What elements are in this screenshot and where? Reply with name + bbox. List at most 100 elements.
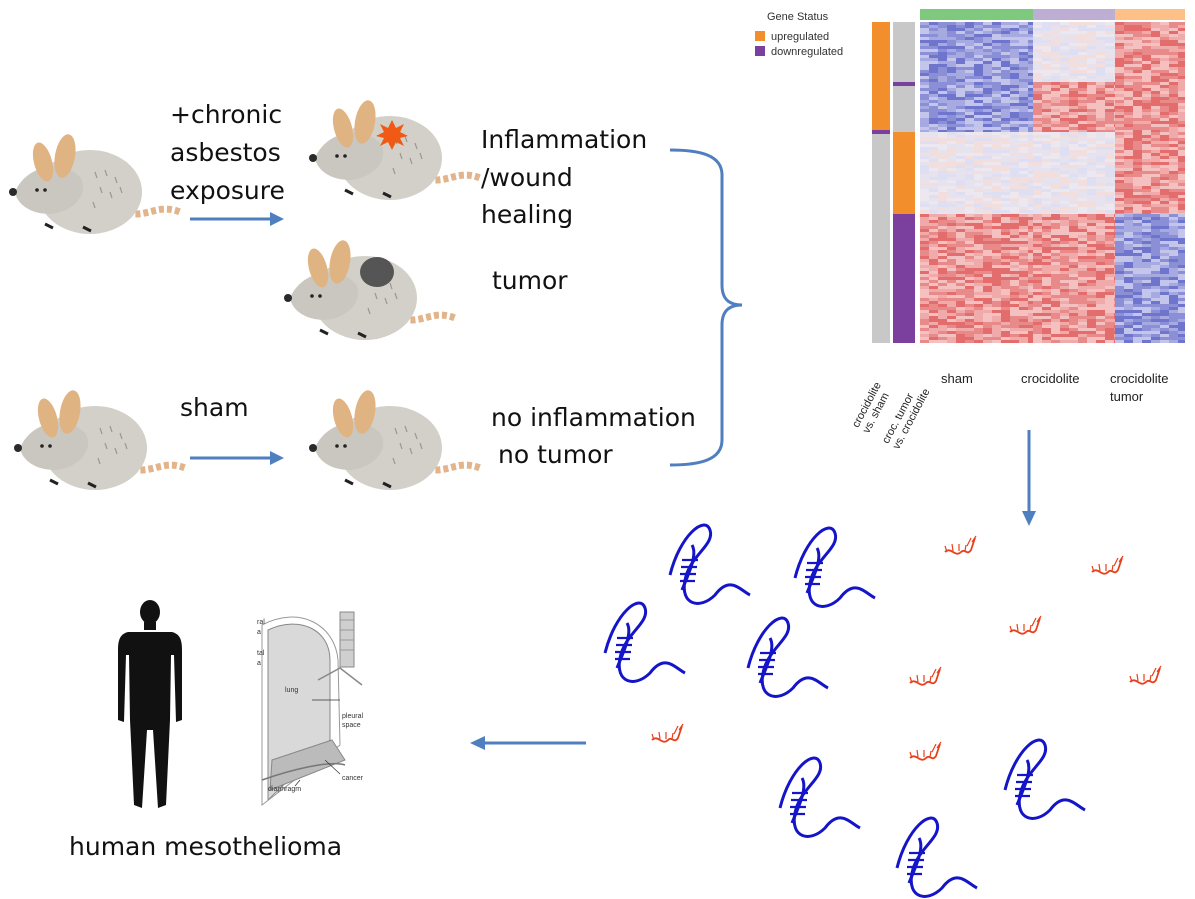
heatmap-cell <box>1160 235 1169 238</box>
heatmap-cell <box>1019 153 1028 156</box>
heatmap-cell <box>1019 298 1028 301</box>
heatmap-cell <box>1114 177 1115 180</box>
heatmap-cell <box>1096 171 1105 174</box>
heatmap-cell <box>929 313 938 316</box>
heatmap-cell <box>929 144 938 147</box>
heatmap-cell <box>1078 171 1087 174</box>
heatmap-cell <box>1019 132 1028 135</box>
heatmap-cell <box>965 286 974 289</box>
heatmap-cell <box>1105 135 1114 138</box>
heatmap-cell <box>1010 34 1019 37</box>
heatmap-cell <box>1114 186 1115 189</box>
heatmap-cell <box>1051 109 1060 112</box>
heatmap-cell <box>1033 124 1042 127</box>
heatmap-cell <box>1124 189 1133 192</box>
heatmap-cell <box>1078 58 1087 61</box>
heatmap-cell <box>956 61 965 64</box>
heatmap-cell <box>1160 132 1169 135</box>
heatmap-cell <box>1151 22 1160 25</box>
heatmap-cell <box>920 198 929 201</box>
heatmap-cell <box>1124 232 1133 235</box>
heatmap-cell <box>1142 207 1151 210</box>
heatmap-cell <box>1115 207 1124 210</box>
heatmap-cell <box>992 229 1001 232</box>
heatmap-cell <box>1124 298 1133 301</box>
heatmap-cell <box>1169 31 1178 34</box>
heatmap-cell <box>1078 217 1087 220</box>
heatmap-cell <box>1028 118 1033 121</box>
heatmap-cell <box>1028 177 1033 180</box>
heatmap-cell <box>992 141 1001 144</box>
heatmap-cell <box>1087 244 1096 247</box>
heatmap-cell <box>1010 106 1019 109</box>
heatmap-cell <box>1078 85 1087 88</box>
heatmap-cell <box>1151 274 1160 277</box>
heatmap-cell <box>956 207 965 210</box>
mrna-hairpin <box>793 526 877 608</box>
heatmap-cell <box>1133 25 1142 28</box>
heatmap-cell <box>1001 88 1010 91</box>
heatmap-cell <box>947 177 956 180</box>
heatmap-cell <box>974 109 983 112</box>
heatmap-cell <box>1151 217 1160 220</box>
heatmap-cell <box>992 61 1001 64</box>
heatmap-cell <box>1133 328 1142 331</box>
heatmap-cell <box>1115 286 1124 289</box>
heatmap-cell <box>947 271 956 274</box>
heatmap-cell <box>1169 316 1178 319</box>
heatmap-cell <box>974 97 983 100</box>
heatmap-cell <box>1142 256 1151 259</box>
heatmap-cell <box>1124 207 1133 210</box>
heatmap-cell <box>1178 109 1185 112</box>
heatmap-cell <box>920 232 929 235</box>
heatmap-cell <box>1096 130 1105 133</box>
heatmap-cell <box>1028 204 1033 207</box>
heatmap-cell <box>1133 127 1142 130</box>
heatmap-cell <box>947 235 956 238</box>
heatmap-cell <box>1114 226 1115 229</box>
heatmap-cell <box>1114 121 1115 124</box>
heatmap-cell <box>1019 55 1028 58</box>
heatmap-cell <box>1060 195 1069 198</box>
heatmap-cell <box>1124 283 1133 286</box>
heatmap-cell <box>965 58 974 61</box>
heatmap-cell <box>1114 340 1115 343</box>
heatmap-cell <box>1115 198 1124 201</box>
heatmap-cell <box>1051 283 1060 286</box>
heatmap-cell <box>1160 229 1169 232</box>
heatmap-cell <box>1051 298 1060 301</box>
heatmap-cell <box>1133 37 1142 40</box>
heatmap-cell <box>992 28 1001 31</box>
heatmap-cell <box>992 277 1001 280</box>
heatmap-cell <box>1060 124 1069 127</box>
heatmap-down-arrow <box>1022 430 1036 526</box>
heatmap-cell <box>1178 325 1185 328</box>
heatmap-cell <box>1078 186 1087 189</box>
heatmap-cell <box>956 177 965 180</box>
heatmap-cell <box>974 132 983 135</box>
heatmap-cell <box>992 94 1001 97</box>
heatmap-cell <box>1033 109 1042 112</box>
heatmap-cell <box>1028 310 1033 313</box>
heatmap-cell <box>1178 328 1185 331</box>
heatmap-cell <box>1001 214 1010 217</box>
heatmap-cell <box>1087 310 1096 313</box>
heatmap-cell <box>974 147 983 150</box>
heatmap-cell <box>1178 37 1185 40</box>
heatmap-cell <box>1019 141 1028 144</box>
heatmap-cell <box>1178 115 1185 118</box>
heatmap-cell <box>1160 79 1169 82</box>
heatmap-cell <box>974 241 983 244</box>
heatmap-cell <box>938 106 947 109</box>
heatmap-cell <box>1160 262 1169 265</box>
heatmap-cell <box>1115 25 1124 28</box>
heatmap-cell <box>965 162 974 165</box>
heatmap-cell <box>1124 153 1133 156</box>
heatmap-cell <box>1114 295 1115 298</box>
heatmap-cell <box>1051 274 1060 277</box>
heatmap-cell <box>965 292 974 295</box>
heatmap-cell <box>947 241 956 244</box>
heatmap-cell <box>983 268 992 271</box>
heatmap-cell <box>1033 135 1042 138</box>
heatmap-cell <box>965 153 974 156</box>
